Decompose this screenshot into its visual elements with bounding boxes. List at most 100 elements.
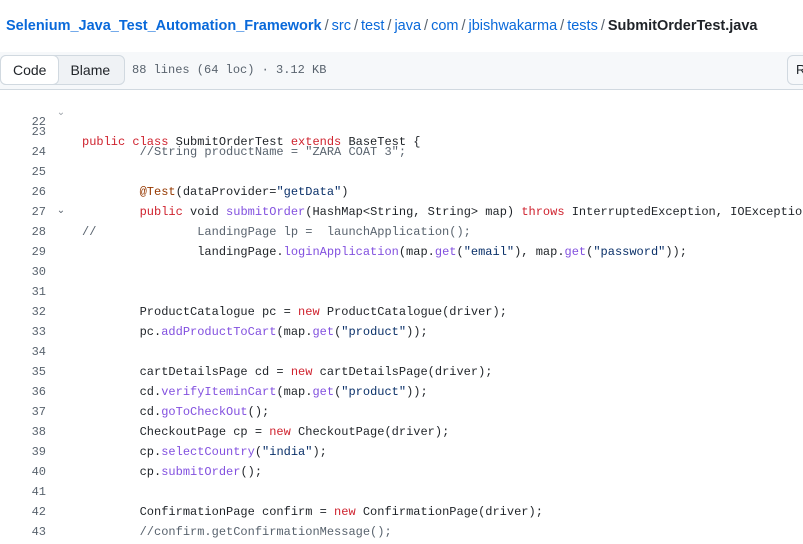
code-line: 32 ProductCatalogue pc = new ProductCata… — [0, 302, 803, 322]
code-token: cp. — [82, 465, 162, 479]
line-number[interactable]: 34 — [31, 345, 46, 359]
code-token: loginApplication — [283, 245, 399, 259]
blame-tab[interactable]: Blame — [70, 62, 111, 78]
line-number[interactable]: 28 — [31, 225, 46, 239]
code-token: ( — [586, 245, 594, 259]
code-token: verifyIteminCart — [161, 385, 277, 399]
line-code: cd.verifyIteminCart(map.get("product")); — [82, 382, 428, 402]
line-code: // LandingPage lp = launchApplication(); — [82, 222, 471, 242]
line-number[interactable]: 27 — [31, 205, 46, 219]
code-token: "product" — [341, 385, 407, 399]
code-token: (map. — [398, 245, 435, 259]
code-token: public class — [82, 135, 176, 149]
code-line: 38 CheckoutPage cp = new CheckoutPage(dr… — [0, 422, 803, 442]
code-token: landingPage. — [82, 245, 284, 259]
code-token: ( — [254, 445, 263, 459]
code-line: 26 @Test(dataProvider="getData") — [0, 182, 803, 202]
line-code: public class SubmitOrderTest extends Bas… — [82, 132, 420, 152]
line-code: cp.selectCountry("india"); — [82, 442, 327, 462]
code-token: ( — [334, 325, 342, 339]
code-line: 28 // LandingPage lp = launchApplication(… — [0, 222, 803, 242]
file-toolbar: Code Blame 88 lines (64 loc) · 3.12 KB R — [0, 52, 803, 90]
code-token: )); — [406, 325, 428, 339]
line-code: //confirm.getConfirmationMessage(); — [82, 522, 392, 542]
file-meta: 88 lines (64 loc) · 3.12 KB — [132, 63, 327, 77]
code-token: get — [434, 245, 457, 259]
breadcrumb-separator: / — [354, 18, 359, 34]
breadcrumb-dir-link[interactable]: tests — [567, 18, 598, 34]
code-token: ( — [334, 385, 342, 399]
breadcrumb-repo-link[interactable]: Selenium_Java_Test_Automation_Framework — [6, 18, 322, 34]
line-number[interactable]: 36 — [31, 385, 46, 399]
code-token: "password" — [593, 245, 666, 259]
code-token: submitOrder — [226, 205, 306, 219]
chevron-down-icon[interactable]: ⌄ — [56, 108, 66, 116]
breadcrumb-dir-link[interactable]: src — [331, 18, 351, 34]
line-number[interactable]: 43 — [31, 525, 46, 539]
code-line: 41 — [0, 482, 803, 502]
line-number[interactable]: 30 — [31, 265, 46, 279]
breadcrumb: Selenium_Java_Test_Automation_Framework/… — [6, 15, 757, 37]
raw-button[interactable]: R — [787, 55, 803, 85]
line-code: cp.submitOrder(); — [82, 462, 262, 482]
line-number[interactable]: 39 — [31, 445, 46, 459]
line-number[interactable]: 42 — [31, 505, 46, 519]
breadcrumb-dir-link[interactable]: java — [394, 18, 422, 34]
code-token: "product" — [341, 325, 407, 339]
scrolled-line-fragment: 22 ⌄ public class SubmitOrderTest extend… — [0, 104, 803, 116]
line-number[interactable]: 38 — [31, 425, 46, 439]
line-number[interactable]: 23 — [31, 125, 46, 139]
breadcrumb-dir-link[interactable]: test — [361, 18, 385, 34]
code-token: //String productName = "ZARA COAT 3"; — [82, 145, 407, 159]
line-number[interactable]: 29 — [31, 245, 46, 259]
line-number[interactable]: 35 — [31, 365, 46, 379]
breadcrumb-separator: / — [560, 18, 565, 34]
line-code: CheckoutPage cp = new CheckoutPage(drive… — [82, 422, 450, 442]
code-token: )); — [665, 245, 687, 259]
sticky-header-line: 22 public class SubmitOrderTest extends … — [0, 92, 803, 149]
code-token: cartDetailsPage cd = — [82, 365, 291, 379]
code-token: selectCountry — [161, 445, 255, 459]
line-number[interactable]: 25 — [31, 165, 46, 179]
breadcrumb-dir-link[interactable]: jbishwakarma — [468, 18, 558, 34]
code-token: (map. — [276, 385, 313, 399]
code-line: 30 — [0, 262, 803, 282]
code-token: throws — [521, 205, 572, 219]
code-token: CheckoutPage(driver); — [298, 425, 450, 439]
code-tab[interactable]: Code — [0, 55, 60, 85]
code-view: 23 24 //String productName = "ZARA COAT 3… — [0, 122, 803, 542]
line-number[interactable]: 40 — [31, 465, 46, 479]
line-number[interactable]: 24 — [31, 145, 46, 159]
code-line: 33 pc.addProductToCart(map.get("product"… — [0, 322, 803, 342]
line-code: //String productName = "ZARA COAT 3"; — [82, 142, 406, 162]
breadcrumb-separator: / — [387, 18, 392, 34]
code-token: "email" — [463, 245, 515, 259]
breadcrumb-separator: / — [324, 18, 329, 34]
code-token: addProductToCart — [161, 325, 277, 339]
code-token: "india" — [262, 445, 313, 459]
code-token: extends — [290, 135, 349, 149]
code-token: new — [269, 425, 299, 439]
code-line: 24 //String productName = "ZARA COAT 3"; — [0, 142, 803, 162]
code-line: 35 cartDetailsPage cd = new cartDetailsP… — [0, 362, 803, 382]
code-token: new — [290, 365, 320, 379]
code-token: void — [190, 205, 227, 219]
code-token: get — [312, 325, 335, 339]
line-number[interactable]: 37 — [31, 405, 46, 419]
code-line: 22 public class SubmitOrderTest extends … — [0, 92, 803, 149]
code-token: BaseTest { — [348, 135, 421, 149]
line-number[interactable]: 31 — [31, 285, 46, 299]
code-token: (dataProvider= — [175, 185, 277, 199]
code-token: "getData" — [276, 185, 342, 199]
line-code: pc.addProductToCart(map.get("product")); — [82, 322, 428, 342]
chevron-down-icon[interactable]: ⌄ — [56, 206, 66, 217]
code-token: ProductCatalogue(driver); — [326, 305, 507, 319]
line-number[interactable]: 41 — [31, 485, 46, 499]
line-number[interactable]: 32 — [31, 305, 46, 319]
code-token — [82, 205, 140, 219]
code-token: cartDetailsPage(driver); — [319, 365, 493, 379]
line-number[interactable]: 26 — [31, 185, 46, 199]
breadcrumb-dir-link[interactable]: com — [431, 18, 459, 34]
line-number[interactable]: 33 — [31, 325, 46, 339]
code-token: ProductCatalogue pc = — [82, 305, 299, 319]
